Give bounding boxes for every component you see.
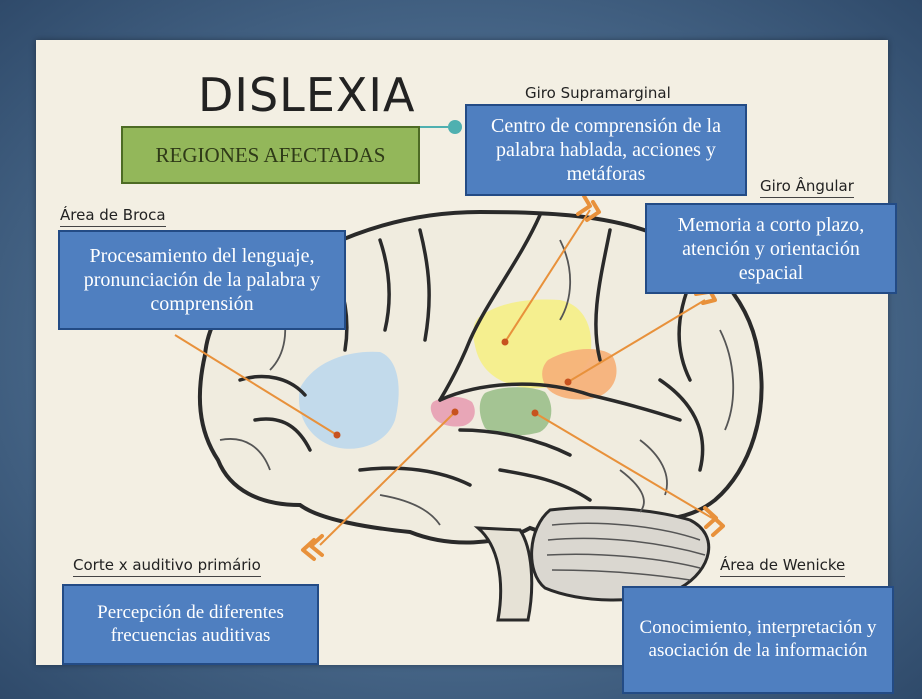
page-title: DISLEXIA — [198, 68, 416, 122]
cerebellum-lines — [546, 522, 706, 581]
box-corte-auditivo: Percepción de diferentes frecuencias aud… — [62, 584, 319, 665]
brain-stem — [473, 526, 534, 622]
subtitle-box: REGIONES AFECTADAS — [121, 126, 420, 184]
region-broca — [298, 351, 399, 449]
arrow-dots — [333, 338, 572, 439]
brain-folds-thin — [219, 239, 735, 526]
region-wenicke — [479, 387, 552, 436]
pointer-arrows — [174, 209, 713, 546]
label-area-wenicke: Área de Wenicke — [720, 556, 846, 577]
box-giro-angular: Memoria a corto plazo, atención y orient… — [645, 203, 897, 294]
label-corte-auditivo: Corte x auditivo primário — [73, 556, 261, 577]
label-giro-supramarginal: Giro Supramarginal — [525, 84, 671, 105]
title-connector-dot — [448, 120, 462, 134]
brain-folds — [238, 213, 705, 502]
label-giro-angular: Giro Ângular — [760, 177, 854, 198]
box-area-broca: Procesamiento del lenguaje, pronunciació… — [58, 230, 346, 330]
box-area-wenicke: Conocimiento, interpretación y asociació… — [622, 586, 894, 694]
label-area-broca: Área de Broca — [60, 206, 166, 227]
box-giro-supramarginal: Centro de comprensión de la palabra habl… — [465, 104, 747, 196]
